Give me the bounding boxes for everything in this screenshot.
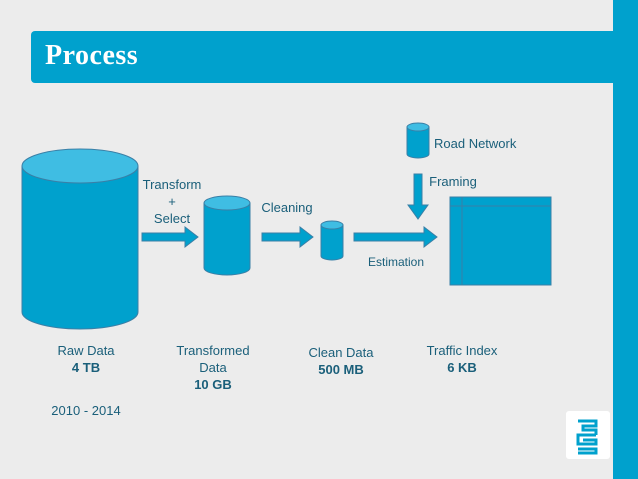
page-title: Process bbox=[45, 40, 139, 71]
arrow-framing bbox=[407, 173, 429, 220]
transformed-data-size: 10 GB bbox=[194, 377, 232, 392]
framing-label: Framing bbox=[429, 174, 477, 189]
transform-label-line3: Select bbox=[153, 211, 191, 226]
cleaning-label: Cleaning bbox=[261, 200, 313, 215]
right-accent-bar bbox=[613, 0, 638, 479]
raw-data-size: 4 TB bbox=[71, 360, 101, 375]
transform-select-label: Transform + Select bbox=[134, 176, 210, 227]
transformed-data-cylinder bbox=[203, 195, 251, 276]
transformed-data-name-line1: Transformed bbox=[176, 343, 250, 358]
traffic-index-name: Traffic Index bbox=[426, 343, 498, 358]
arrow-estimation bbox=[353, 225, 438, 249]
transform-label-line1: Transform bbox=[142, 177, 202, 192]
transform-label-line2: + bbox=[168, 194, 176, 209]
cbs-logo-icon bbox=[566, 411, 610, 459]
arrow-cleaning bbox=[261, 225, 314, 249]
traffic-index-size: 6 KB bbox=[447, 360, 477, 375]
transformed-data-name-line2: Data bbox=[199, 360, 227, 375]
clean-data-cylinder bbox=[320, 220, 344, 261]
clean-data-label: Clean Data 500 MB bbox=[296, 344, 386, 378]
clean-data-size: 500 MB bbox=[318, 362, 364, 377]
raw-data-cylinder bbox=[21, 148, 139, 330]
raw-data-label: Raw Data 4 TB bbox=[40, 342, 132, 376]
transformed-data-label: Transformed Data 10 GB bbox=[162, 342, 264, 393]
process-diagram bbox=[21, 122, 552, 330]
road-network-cylinder bbox=[406, 122, 430, 159]
raw-data-period: 2010 - 2014 bbox=[51, 403, 121, 418]
title-bar: Process bbox=[31, 31, 613, 83]
estimation-label: Estimation bbox=[367, 255, 425, 269]
road-network-label: Road Network bbox=[434, 136, 517, 151]
arrow-transform bbox=[141, 225, 199, 249]
raw-data-name: Raw Data bbox=[57, 343, 115, 358]
traffic-index-label: Traffic Index 6 KB bbox=[410, 342, 514, 376]
cbs-logo-mark bbox=[576, 419, 598, 455]
traffic-index-grid bbox=[449, 196, 552, 286]
clean-data-name: Clean Data bbox=[308, 345, 374, 360]
